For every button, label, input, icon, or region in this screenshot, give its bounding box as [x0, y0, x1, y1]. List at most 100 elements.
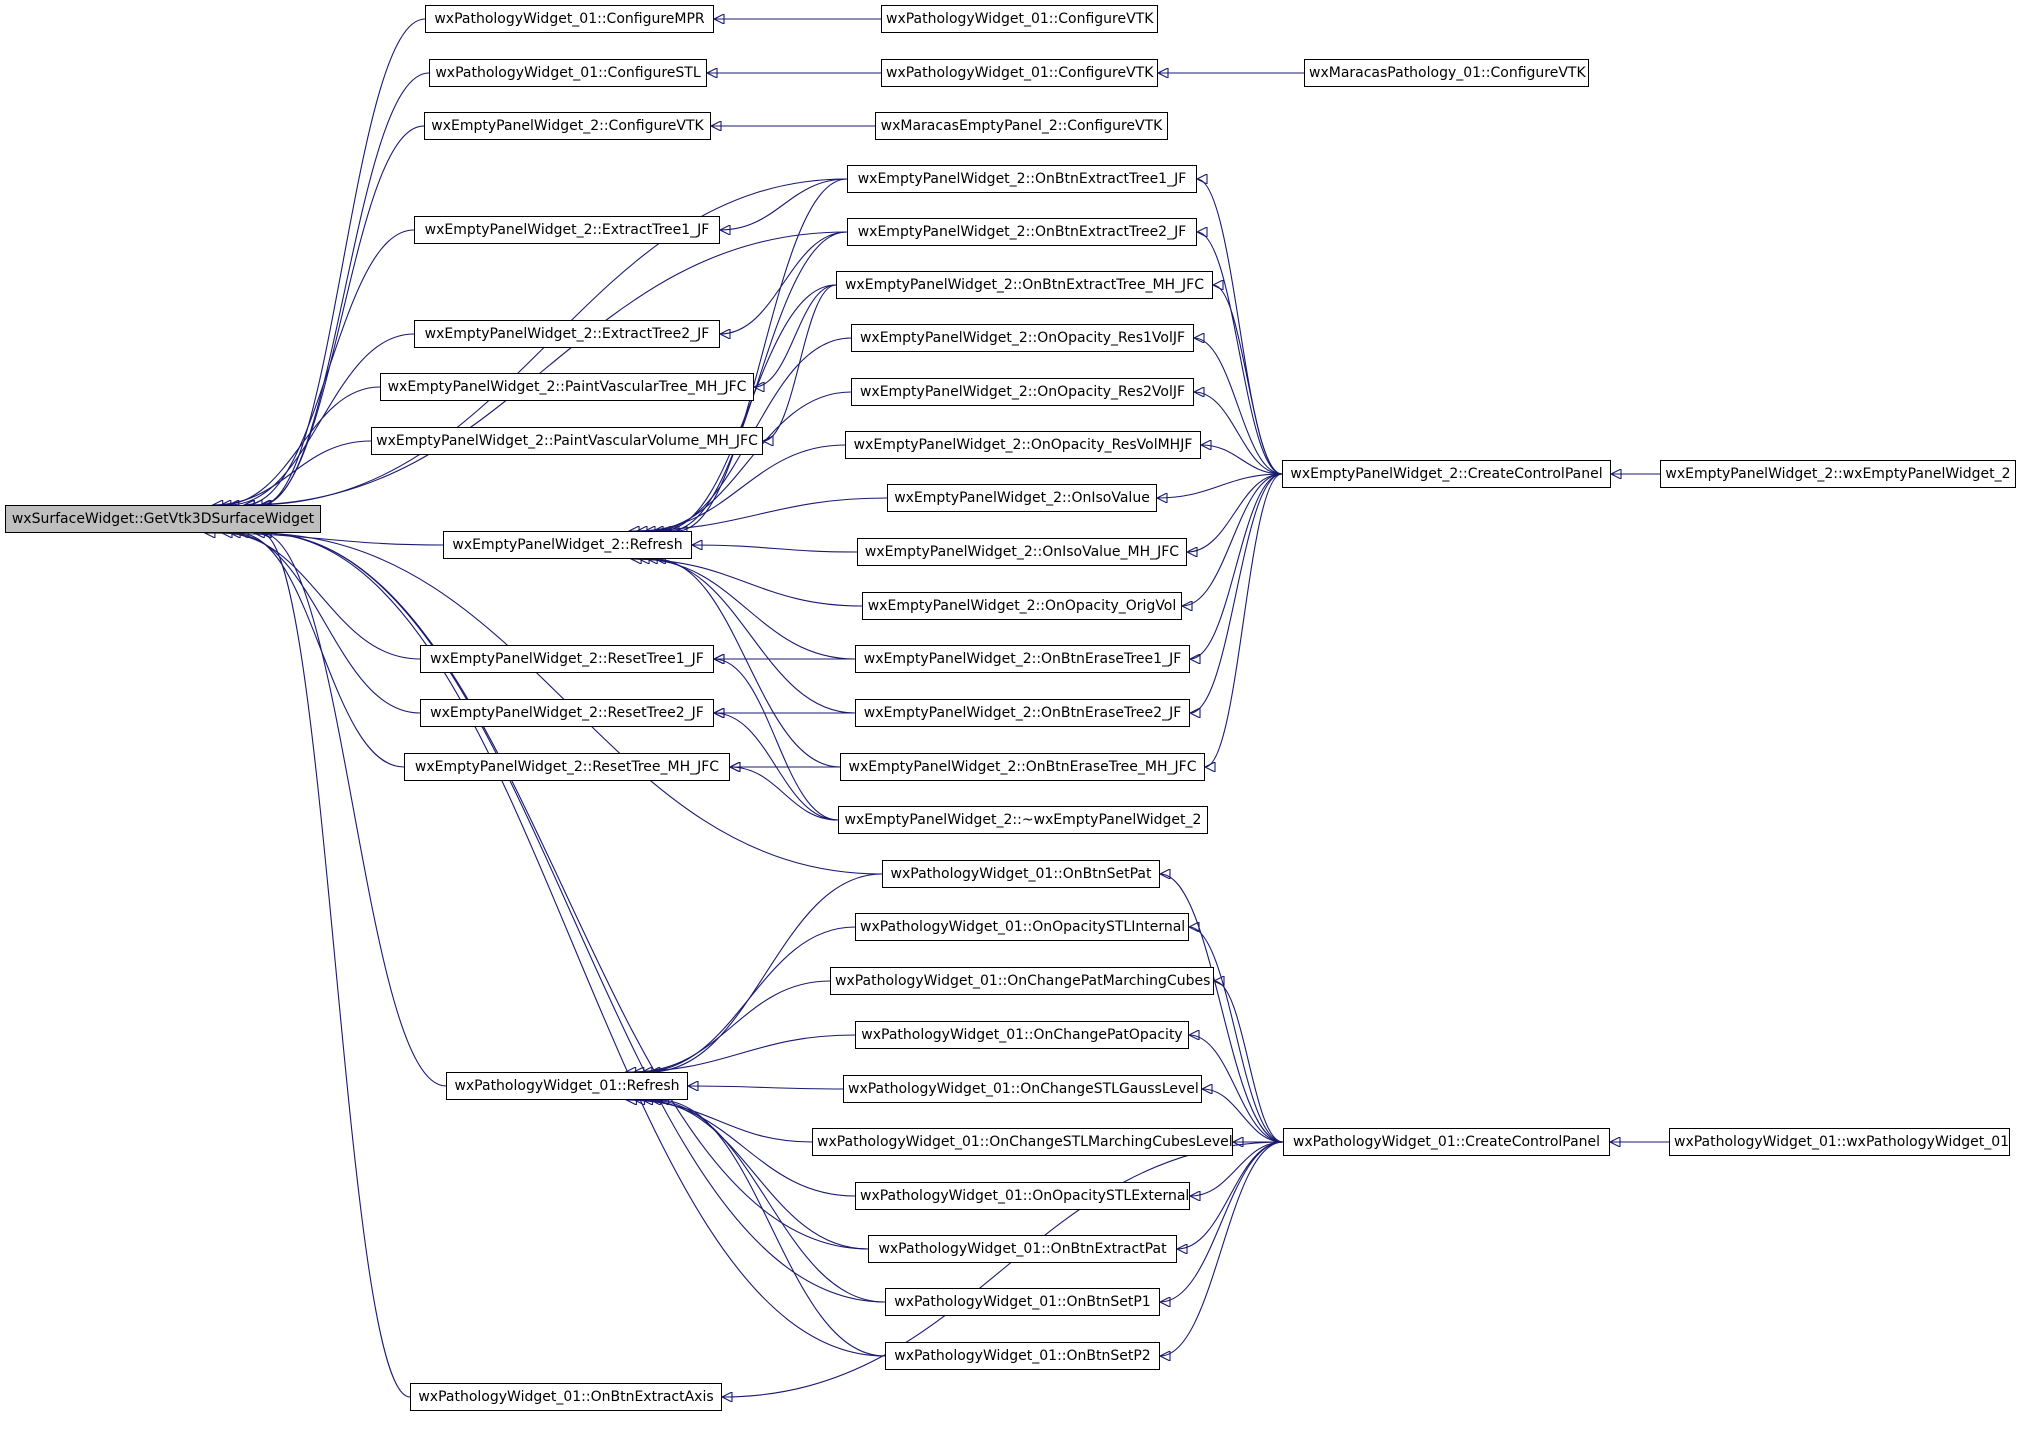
- edge-e2_oporig-to-e2_refresh: [631, 559, 863, 607]
- edge-p01_configmpr-to-getvtk3d: [261, 18, 426, 505]
- edge-e2_oniso-to-e2_refresh: [629, 497, 888, 531]
- node-emptypanel-onisovalue-mh[interactable]: wxEmptyPanelWidget_2::OnIsoValue_MH_JFC: [857, 538, 1187, 566]
- node-maracaspathology-configurevtk[interactable]: wxMaracasPathology_01::ConfigureVTK: [1304, 59, 1589, 87]
- node-pathology-onbtnsetp2[interactable]: wxPathologyWidget_01::OnBtnSetP2: [885, 1342, 1160, 1370]
- edge-e2_createcp-to-e2_erase1: [1190, 473, 1283, 659]
- node-emptypanel-onbtnextracttree2[interactable]: wxEmptyPanelWidget_2::OnBtnExtractTree2_…: [847, 218, 1197, 246]
- node-pathology-configurestl[interactable]: wxPathologyWidget_01::ConfigureSTL: [429, 59, 707, 87]
- edge-p01_chgauss-to-p01_refresh: [688, 1086, 844, 1089]
- node-emptypanel-constructor[interactable]: wxEmptyPanelWidget_2::wxEmptyPanelWidget…: [1660, 460, 2016, 488]
- node-emptypanel-createcontrolpanel[interactable]: wxEmptyPanelWidget_2::CreateControlPanel: [1282, 460, 1611, 488]
- node-emptypanel-destructor[interactable]: wxEmptyPanelWidget_2::~wxEmptyPanelWidge…: [838, 806, 1208, 834]
- edge-e2_erasemh-to-e2_refresh: [655, 559, 841, 768]
- edge-p01_chpatop-to-p01_refresh: [626, 1034, 856, 1072]
- edge-p01_chmc-to-p01_refresh: [634, 980, 831, 1072]
- node-emptypanel-resettree1[interactable]: wxEmptyPanelWidget_2::ResetTree1_JF: [420, 645, 714, 673]
- node-emptypanel-onbtnerasetree2[interactable]: wxEmptyPanelWidget_2::OnBtnEraseTree2_JF: [855, 699, 1190, 727]
- edge-p01_createcp-to-p01_chgauss: [1202, 1089, 1284, 1143]
- edge-p01_opstlint-to-p01_refresh: [642, 926, 856, 1072]
- node-emptypanel-onbtnerasetree1[interactable]: wxEmptyPanelWidget_2::OnBtnEraseTree1_JF: [855, 645, 1190, 673]
- node-pathology-onchangestlgausslevel[interactable]: wxPathologyWidget_01::OnChangeSTLGaussLe…: [843, 1075, 1202, 1103]
- edge-e2_erase1-to-e2_refresh: [639, 559, 856, 660]
- edge-e2_dtor-to-e2_resetmh: [730, 767, 839, 821]
- edge-e2_onisomh-to-e2_refresh: [692, 545, 858, 553]
- edge-p01_createcp-to-p01_setpat: [1160, 874, 1284, 1143]
- node-pathology-configurempr[interactable]: wxPathologyWidget_01::ConfigureMPR: [425, 5, 714, 33]
- node-emptypanel-onbtnextracttree-mh[interactable]: wxEmptyPanelWidget_2::OnBtnExtractTree_M…: [836, 271, 1213, 299]
- node-emptypanel-refresh[interactable]: wxEmptyPanelWidget_2::Refresh: [443, 531, 692, 559]
- edge-p01_createcp-to-p01_setp1: [1160, 1141, 1284, 1302]
- node-emptypanel-onopacity-res1vol[interactable]: wxEmptyPanelWidget_2::OnOpacity_Res1VolJ…: [851, 324, 1194, 352]
- edge-p01_refresh-to-getvtk3d: [261, 533, 447, 1087]
- edge-e2_btnextractmh-to-e2_painttree: [754, 284, 837, 387]
- edge-e2_opresmh-to-e2_refresh: [637, 444, 846, 531]
- node-emptypanel-onbtnerasetree-mh[interactable]: wxEmptyPanelWidget_2::OnBtnEraseTree_MH_…: [840, 753, 1205, 781]
- edge-p01_createcp-to-p01_opstlext: [1190, 1141, 1284, 1196]
- node-pathology-onchangepatopacity[interactable]: wxPathologyWidget_01::OnChangePatOpacity: [855, 1021, 1189, 1049]
- node-emptypanel-onisovalue[interactable]: wxEmptyPanelWidget_2::OnIsoValue: [887, 484, 1157, 512]
- edge-e2_createcp-to-e2_oporig: [1182, 473, 1283, 606]
- edge-e2_createcp-to-e2_erasemh: [1205, 473, 1283, 767]
- node-emptypanel-onopacity-res2vol[interactable]: wxEmptyPanelWidget_2::OnOpacity_Res2VolJ…: [851, 378, 1194, 406]
- edge-p01_setp2-to-getvtk3d: [261, 533, 886, 1357]
- edge-e2_btnextract2-to-getvtk3d: [244, 231, 848, 505]
- node-emptypanel-onopacity-resvolmh[interactable]: wxEmptyPanelWidget_2::OnOpacity_ResVolMH…: [845, 431, 1201, 459]
- edge-e2_paintvol-to-getvtk3d: [213, 440, 372, 505]
- node-pathology-refresh[interactable]: wxPathologyWidget_01::Refresh: [446, 1072, 688, 1100]
- node-pathology-onbtnextractaxis[interactable]: wxPathologyWidget_01::OnBtnExtractAxis: [410, 1383, 722, 1411]
- node-emptypanel-resettree-mh[interactable]: wxEmptyPanelWidget_2::ResetTree_MH_JFC: [404, 753, 730, 781]
- node-pathology-onbtnsetpat[interactable]: wxPathologyWidget_01::OnBtnSetPat: [882, 860, 1160, 888]
- node-pathology-onchangestlmarchingcubeslevel[interactable]: wxPathologyWidget_01::OnChangeSTLMarchin…: [812, 1128, 1233, 1156]
- node-pathology-configurevtk-from-stl[interactable]: wxPathologyWidget_01::ConfigureVTK: [881, 59, 1158, 87]
- edge-p01_createcp-to-p01_setp2: [1160, 1141, 1284, 1356]
- edge-p01_createcp-to-p01_opstlint: [1189, 927, 1284, 1143]
- edge-e2_btnextract1-to-e2_extract1: [720, 178, 848, 230]
- node-pathology-onopacitystlinternal[interactable]: wxPathologyWidget_01::OnOpacitySTLIntern…: [855, 913, 1189, 941]
- edge-e2_erase2-to-e2_refresh: [647, 559, 856, 714]
- edge-e2_createcp-to-e2_btnextract2: [1197, 232, 1283, 475]
- edge-p01_setp2-to-p01_refresh: [659, 1100, 886, 1357]
- edge-p01_extractpat-to-getvtk3d: [261, 533, 869, 1250]
- edge-p01_createcp-to-p01_chmc: [1214, 981, 1284, 1143]
- node-maracasemptypanel-configurevtk[interactable]: wxMaracasEmptyPanel_2::ConfigureVTK: [875, 112, 1168, 140]
- node-emptypanel-configurevtk[interactable]: wxEmptyPanelWidget_2::ConfigureVTK: [424, 112, 711, 140]
- node-pathology-onbtnsetp1[interactable]: wxPathologyWidget_01::OnBtnSetP1: [885, 1288, 1160, 1316]
- edge-e2_createcp-to-e2_opresmh: [1201, 445, 1283, 475]
- node-pathology-onchangepatmarchingcubes[interactable]: wxPathologyWidget_01::OnChangePatMarchin…: [830, 967, 1214, 995]
- node-emptypanel-extracttree2[interactable]: wxEmptyPanelWidget_2::ExtractTree2_JF: [414, 320, 720, 348]
- node-emptypanel-paintvascularvolume[interactable]: wxEmptyPanelWidget_2::PaintVascularVolum…: [371, 427, 763, 455]
- edge-e2_createcp-to-e2_opres2: [1194, 392, 1283, 475]
- node-getvtk3dsurfacewidget[interactable]: wxSurfaceWidget::GetVtk3DSurfaceWidget: [5, 505, 321, 533]
- edge-p01_setp1-to-p01_refresh: [650, 1100, 886, 1303]
- edge-p01_createcp-to-p01_extractaxis: [722, 1141, 1284, 1397]
- edge-e2_createcp-to-e2_btnextractmh: [1213, 285, 1283, 475]
- edge-e2_btnextract2-to-e2_extract2: [720, 231, 848, 334]
- node-emptypanel-resettree2[interactable]: wxEmptyPanelWidget_2::ResetTree2_JF: [420, 699, 714, 727]
- edge-e2_createcp-to-e2_oniso: [1157, 473, 1283, 498]
- edge-p01_extractaxis-to-getvtk3d: [261, 533, 411, 1398]
- edge-e2_createcp-to-e2_opres1: [1194, 338, 1283, 475]
- node-pathology-configurevtk-from-mpr[interactable]: wxPathologyWidget_01::ConfigureVTK: [881, 5, 1158, 33]
- edge-e2_createcp-to-e2_onisomh: [1187, 473, 1283, 552]
- edge-p01_extractpat-to-p01_refresh: [642, 1100, 869, 1250]
- edge-p01_setp1-to-getvtk3d: [261, 533, 886, 1303]
- node-pathology-createcontrolpanel[interactable]: wxPathologyWidget_01::CreateControlPanel: [1283, 1128, 1610, 1156]
- node-pathology-onopacitystlexternal[interactable]: wxPathologyWidget_01::OnOpacitySTLExtern…: [855, 1182, 1190, 1210]
- edge-p01_setpat-to-p01_refresh: [650, 873, 883, 1072]
- node-pathology-onbtnextractpat[interactable]: wxPathologyWidget_01::OnBtnExtractPat: [868, 1235, 1177, 1263]
- node-emptypanel-onbtnextracttree1[interactable]: wxEmptyPanelWidget_2::OnBtnExtractTree1_…: [847, 165, 1197, 193]
- node-emptypanel-paintvasculartree[interactable]: wxEmptyPanelWidget_2::PaintVascularTree_…: [380, 373, 754, 401]
- edge-e2_createcp-to-e2_btnextract1: [1197, 179, 1283, 475]
- node-emptypanel-onopacity-origvol[interactable]: wxEmptyPanelWidget_2::OnOpacity_OrigVol: [862, 592, 1182, 620]
- edge-e2_reset1-to-getvtk3d: [222, 533, 421, 660]
- edge-e2_reset2-to-getvtk3d: [230, 533, 421, 714]
- node-emptypanel-extracttree1[interactable]: wxEmptyPanelWidget_2::ExtractTree1_JF: [414, 216, 720, 244]
- edge-e2_createcp-to-e2_erase2: [1190, 473, 1283, 713]
- edge-e2_extract1-to-getvtk3d: [244, 229, 415, 505]
- edge-p01_createcp-to-p01_chpatop: [1189, 1035, 1284, 1143]
- node-pathology-constructor[interactable]: wxPathologyWidget_01::wxPathologyWidget_…: [1669, 1128, 2010, 1156]
- edge-p01_opstlext-to-p01_refresh: [635, 1100, 856, 1197]
- edge-e2_dtor-to-e2_reset1: [714, 659, 839, 821]
- edge-e2_configvtk-to-getvtk3d: [260, 125, 425, 505]
